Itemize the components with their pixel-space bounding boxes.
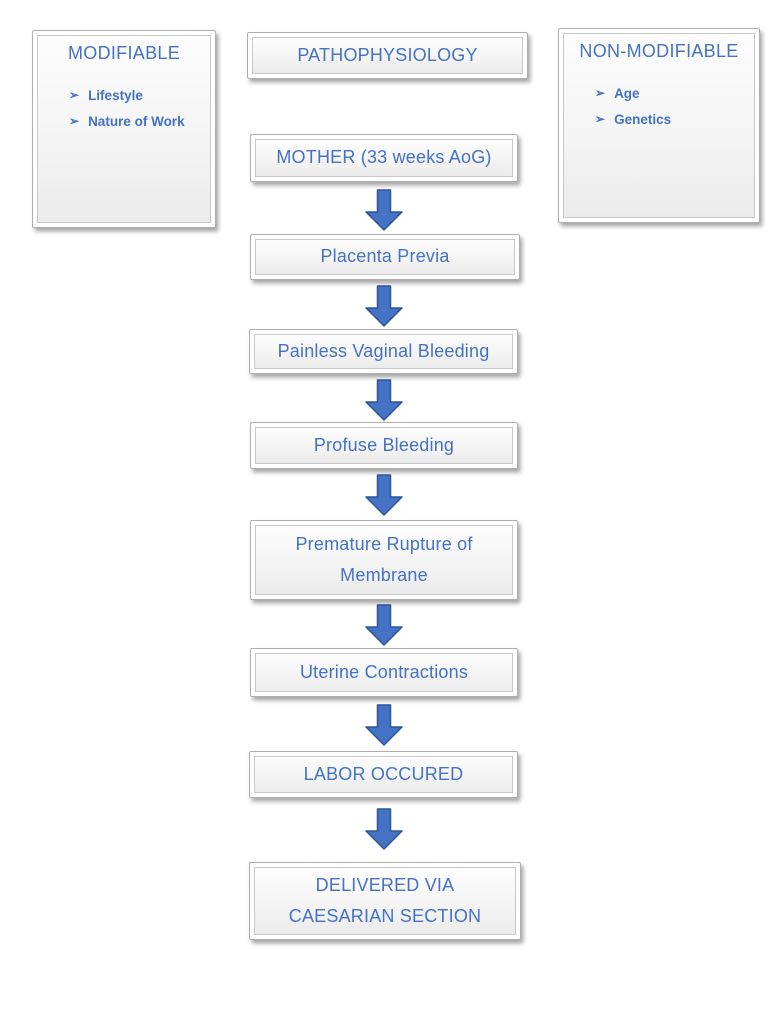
flow-step-painless-vaginal-bleeding: Painless Vaginal Bleeding bbox=[249, 329, 518, 374]
flow-step-body: Uterine Contractions bbox=[255, 653, 513, 692]
down-arrow-icon bbox=[365, 189, 403, 231]
pathophysiology-title-body: PATHOPHYSIOLOGY bbox=[252, 37, 523, 74]
flow-step-body: Premature Rupture of Membrane bbox=[255, 525, 513, 595]
flow-step-body: Painless Vaginal Bleeding bbox=[254, 334, 513, 369]
flow-step-premature-rupture-of-membrane: Premature Rupture of Membrane bbox=[250, 520, 518, 600]
arrow-bullet-icon: ➢ bbox=[69, 88, 80, 102]
list-item-label: Genetics bbox=[614, 112, 672, 127]
modifiable-panel: MODIFIABLE ➢ Lifestyle ➢ Nature of Work bbox=[32, 30, 216, 228]
flow-step-label: LABOR OCCURED bbox=[303, 763, 464, 784]
flow-step-label: Premature Rupture of Membrane bbox=[295, 533, 473, 586]
flow-step-label: DELIVERED VIA CAESARIAN SECTION bbox=[288, 874, 482, 927]
flow-step-placenta-previa: Placenta Previa bbox=[250, 234, 520, 280]
flow-step-label: Painless Vaginal Bleeding bbox=[277, 340, 490, 361]
flow-step-body: LABOR OCCURED bbox=[254, 756, 513, 793]
list-item: ➢ Lifestyle bbox=[69, 83, 210, 109]
non-modifiable-title: NON-MODIFIABLE bbox=[579, 41, 739, 61]
arrow-bullet-icon: ➢ bbox=[595, 112, 606, 126]
flow-step-mother: MOTHER (33 weeks AoG) bbox=[250, 134, 518, 182]
flow-step-delivered-via-caesarian-section: DELIVERED VIA CAESARIAN SECTION bbox=[249, 862, 521, 940]
list-item: ➢ Nature of Work bbox=[69, 109, 210, 135]
non-modifiable-panel-body: NON-MODIFIABLE ➢ Age ➢ Genetics bbox=[563, 33, 755, 218]
arrow-bullet-icon: ➢ bbox=[595, 86, 606, 100]
list-item-label: Nature of Work bbox=[88, 114, 185, 129]
flow-step-label: Placenta Previa bbox=[320, 246, 450, 267]
flow-step-label: Profuse Bleeding bbox=[313, 434, 455, 455]
modifiable-title: MODIFIABLE bbox=[67, 43, 181, 63]
down-arrow-icon bbox=[365, 604, 403, 646]
down-arrow-icon bbox=[365, 285, 403, 327]
list-item: ➢ Genetics bbox=[595, 107, 754, 133]
down-arrow-icon bbox=[365, 379, 403, 421]
flow-step-body: Profuse Bleeding bbox=[255, 427, 513, 464]
flow-step-label: MOTHER (33 weeks AoG) bbox=[276, 147, 492, 168]
arrow-bullet-icon: ➢ bbox=[69, 114, 80, 128]
flow-step-body: DELIVERED VIA CAESARIAN SECTION bbox=[254, 867, 516, 935]
flow-step-profuse-bleeding: Profuse Bleeding bbox=[250, 422, 518, 469]
flow-step-body: MOTHER (33 weeks AoG) bbox=[255, 139, 513, 177]
list-item: ➢ Age bbox=[595, 81, 754, 107]
down-arrow-icon bbox=[365, 808, 403, 850]
down-arrow-icon bbox=[365, 474, 403, 516]
flow-step-uterine-contractions: Uterine Contractions bbox=[250, 648, 518, 697]
pathophysiology-title-box: PATHOPHYSIOLOGY bbox=[247, 32, 528, 79]
non-modifiable-list: ➢ Age ➢ Genetics bbox=[564, 81, 754, 133]
modifiable-panel-body: MODIFIABLE ➢ Lifestyle ➢ Nature of Work bbox=[37, 35, 211, 223]
flow-step-label: Uterine Contractions bbox=[299, 661, 469, 682]
down-arrow-icon bbox=[365, 704, 403, 746]
page-title: PATHOPHYSIOLOGY bbox=[297, 44, 478, 65]
list-item-label: Lifestyle bbox=[88, 88, 143, 103]
flow-step-body: Placenta Previa bbox=[255, 239, 515, 275]
list-item-label: Age bbox=[614, 86, 640, 101]
flow-step-labor-occured: LABOR OCCURED bbox=[249, 751, 518, 798]
modifiable-list: ➢ Lifestyle ➢ Nature of Work bbox=[38, 83, 210, 135]
non-modifiable-panel: NON-MODIFIABLE ➢ Age ➢ Genetics bbox=[558, 28, 760, 223]
